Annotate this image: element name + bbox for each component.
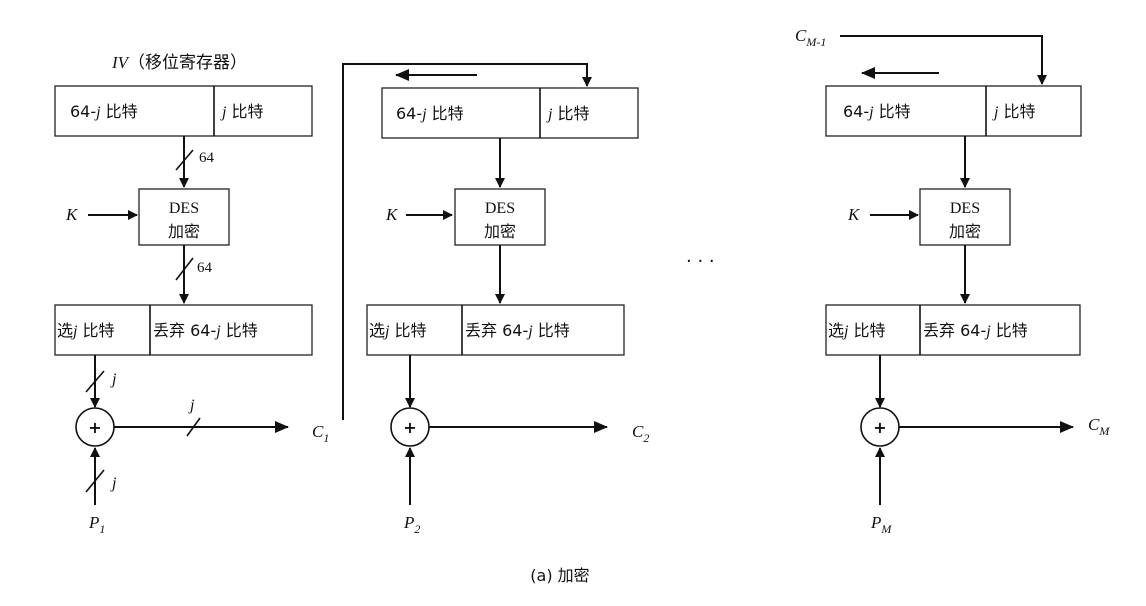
bus-width-label: 64 <box>199 150 215 166</box>
figure-caption: (a) 加密 <box>530 566 589 585</box>
svg-text:加密: 加密 <box>168 222 200 241</box>
svg-text:DES: DES <box>169 200 199 217</box>
select-field: 选j 比特 <box>57 321 115 340</box>
bus-slash <box>186 417 201 437</box>
shift-register: 64-j 比特 j 比特 <box>825 85 1082 137</box>
bus-width-label: 64 <box>197 260 213 276</box>
bus-slash <box>175 257 194 281</box>
des-encrypt-box: DES 加密 <box>919 188 1011 246</box>
des-encrypt-box: DES 加密 <box>454 188 546 246</box>
register-right-field: j 比特 <box>220 102 264 121</box>
shift-register: 64-j 比特 j 比特 <box>381 87 639 139</box>
bus-width-label: j <box>110 475 117 492</box>
feedback-line-c1 <box>342 63 592 420</box>
bus-width-label: j <box>110 371 117 388</box>
svg-text:DES: DES <box>485 200 515 217</box>
select-field: 选j 比特 <box>369 321 427 340</box>
discard-field: 丢弃 64-j 比特 <box>465 321 570 340</box>
register-left-field: 64-j 比特 <box>70 102 138 121</box>
svg-text:+: + <box>403 418 416 437</box>
discard-field: 丢弃 64-j 比特 <box>153 321 258 340</box>
ellipsis: . . . <box>686 246 715 267</box>
plaintext-label: P2 <box>403 513 420 536</box>
ciphertext-label: CM <box>1088 415 1110 438</box>
register-left-field: 64-j 比特 <box>396 104 464 123</box>
feedback-line-cm-1 <box>840 35 1047 85</box>
stage-1: 64-j 比特 j 比特 64 K DES 加密 64 选j 比特 <box>54 85 329 536</box>
des-encrypt-box: DES 加密 <box>138 188 230 246</box>
key-label: K <box>847 205 861 224</box>
ciphertext-label: C2 <box>632 422 649 445</box>
shift-register: 64-j 比特 j 比特 <box>54 85 313 137</box>
register-right-field: j 比特 <box>992 102 1036 121</box>
svg-text:+: + <box>88 418 101 437</box>
plaintext-label: P1 <box>88 513 105 536</box>
select-discard-box: 选j 比特 丢弃 64-j 比特 <box>825 304 1081 356</box>
xor-node: + <box>390 407 430 447</box>
key-label: K <box>385 205 399 224</box>
svg-text:+: + <box>873 418 886 437</box>
ciphertext-label: C1 <box>312 422 329 445</box>
discard-field: 丢弃 64-j 比特 <box>923 321 1028 340</box>
xor-node: + <box>75 407 115 447</box>
xor-node: + <box>860 407 900 447</box>
stage-2: 64-j 比特 j 比特 K DES 加密 选j 比特 丢弃 64-j 比特 <box>366 69 649 536</box>
feedback-input-label: CM-1 <box>795 26 826 49</box>
svg-text:DES: DES <box>950 200 980 217</box>
stage-m: CM-1 64-j 比特 j 比特 K DES 加密 选j 比特 <box>795 26 1110 536</box>
svg-text:加密: 加密 <box>949 222 981 241</box>
plaintext-label: PM <box>870 513 892 536</box>
key-label: K <box>65 205 79 224</box>
svg-text:加密: 加密 <box>484 222 516 241</box>
bus-width-label: j <box>188 397 195 414</box>
bus-slash <box>85 469 105 493</box>
select-field: 选j 比特 <box>828 321 886 340</box>
bus-slash <box>175 149 194 171</box>
register-left-field: 64-j 比特 <box>843 102 911 121</box>
bus-slash <box>85 370 105 393</box>
register-right-field: j 比特 <box>546 104 590 123</box>
select-discard-box: 选j 比特 丢弃 64-j 比特 <box>366 304 625 356</box>
select-discard-box: 选j 比特 丢弃 64-j 比特 <box>54 304 313 356</box>
iv-label: IV（移位寄存器） <box>111 53 247 73</box>
